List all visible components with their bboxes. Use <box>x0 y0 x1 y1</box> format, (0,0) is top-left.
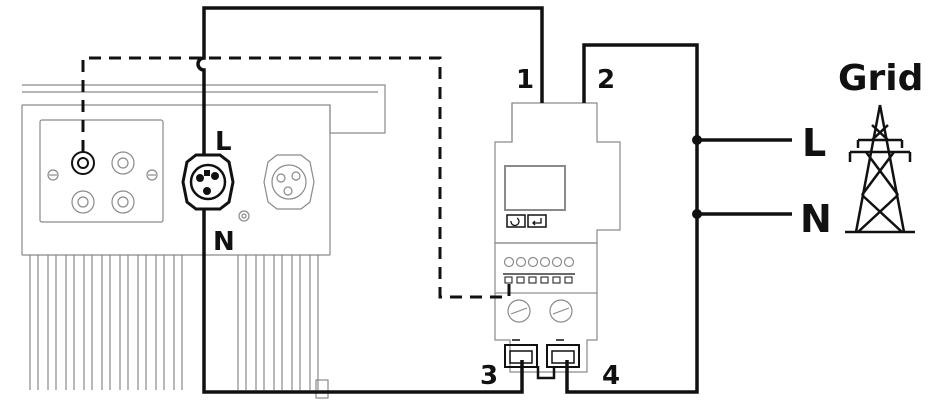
wire-inverter-N-to-terminal-3 <box>202 209 524 394</box>
label-inverter-L: L <box>215 127 232 157</box>
label-terminal-2: 2 <box>597 65 615 95</box>
label-grid-title: Grid <box>838 58 923 99</box>
main-terminal-screw-right <box>549 299 573 323</box>
label-grid-L: L <box>802 121 826 165</box>
dc-connector-icon <box>111 151 135 175</box>
ground-screw-icon <box>238 210 250 222</box>
wire-inverter-L-to-terminal-1 <box>196 6 544 155</box>
ac-output-connector-icon <box>181 153 235 211</box>
power-transmission-tower-icon <box>845 104 915 234</box>
label-terminal-4: 4 <box>602 361 620 391</box>
dc-connector-icon <box>111 190 135 214</box>
label-terminal-3: 3 <box>480 361 498 391</box>
dc-connector-icon <box>71 190 95 214</box>
communication-wire-dashed <box>81 56 511 299</box>
ac-connector-unused-icon <box>263 154 315 210</box>
label-grid-N: N <box>800 197 832 241</box>
meter-display <box>504 165 566 211</box>
meter-button-left-icon <box>506 214 526 228</box>
inverter-unit <box>21 84 386 399</box>
plate-screw-right-icon <box>146 169 158 181</box>
wires <box>81 6 792 394</box>
terminal-bridge <box>536 366 556 380</box>
meter-button-enter-icon <box>527 214 547 228</box>
label-terminal-1: 1 <box>516 65 534 95</box>
label-inverter-N: N <box>213 227 235 257</box>
plate-screw-left-icon <box>47 169 59 181</box>
dc-connector-icon <box>71 151 95 175</box>
small-terminal-screws <box>503 256 575 284</box>
meter-terminal-4-block <box>546 339 580 368</box>
energy-meter <box>494 102 621 373</box>
heatsink-fins <box>29 255 329 399</box>
main-terminal-screw-left <box>507 299 531 323</box>
